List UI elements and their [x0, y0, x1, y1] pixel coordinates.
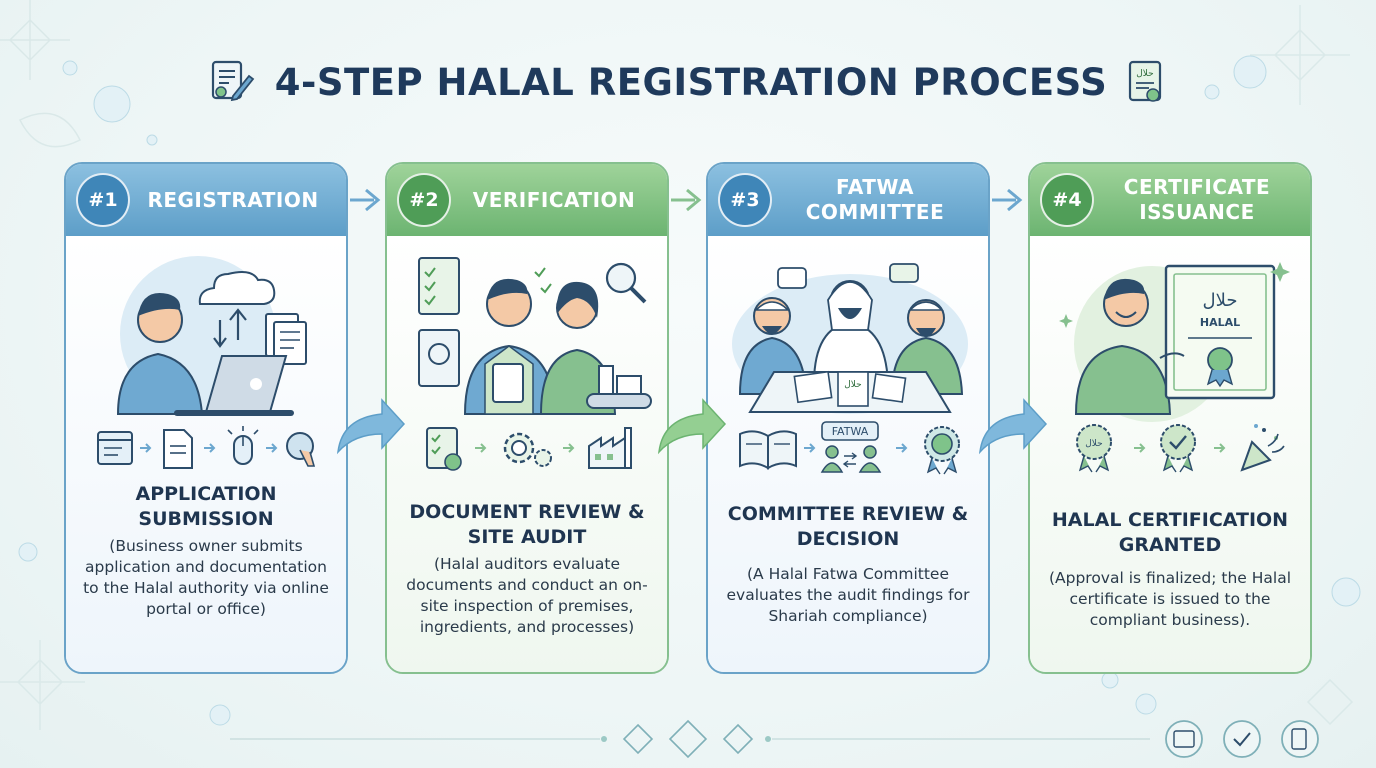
check-badge-icon: [1160, 424, 1196, 473]
step-number-badge: #2: [397, 173, 451, 227]
celebration-icon: [1240, 424, 1285, 472]
arabic-halal-text: حلال: [844, 380, 861, 390]
approval-seal-icon: [924, 426, 960, 475]
step-header-1: #1 REGISTRATION: [66, 164, 346, 236]
bubble-decoration: [93, 85, 131, 123]
arabic-halal-text: حلال: [1085, 439, 1102, 449]
document-icon: [163, 429, 193, 469]
halal-label: HALAL: [1200, 316, 1240, 329]
arabic-halal-text: حلال: [1203, 290, 1238, 311]
step-header-3: #3 FATWA COMMITTEE: [708, 164, 988, 236]
step-description: (Business owner submits application and …: [83, 537, 329, 618]
title-row: 4-STEP HALAL REGISTRATION PROCESS حلال: [0, 52, 1376, 112]
step-heading: HALAL CERTIFICATION GRANTED: [1051, 509, 1289, 556]
online-form-icon: [97, 431, 133, 465]
curved-connector-arrow-2: [657, 398, 727, 455]
fatwa-discussion-icon: FATWA: [820, 421, 882, 473]
halal-certificate-icon: حلال: [1129, 60, 1162, 102]
committee-illustration: حلال: [732, 263, 968, 414]
auditors-illustration: [418, 257, 652, 415]
step-card-3: #3 FATWA COMMITTEE حلال: [706, 162, 990, 674]
step-number-badge: #4: [1040, 173, 1094, 227]
step-number-badge: #3: [718, 173, 772, 227]
step-description: (A Halal Fatwa Committee evaluates the a…: [726, 565, 970, 625]
document-stamp-icon: [1281, 720, 1319, 758]
curved-connector-arrow-3: [978, 398, 1048, 455]
step-heading: APPLICATION SUBMISSION: [135, 483, 277, 530]
step-title: CERTIFICATE ISSUANCE: [1123, 175, 1271, 224]
step-title: REGISTRATION: [147, 187, 319, 212]
halal-badge-icon: حلال: [1076, 424, 1112, 473]
curved-connector-arrow-1: [336, 398, 406, 455]
step-4-icon-row: حلال: [1076, 424, 1285, 473]
footer-decoration: [230, 719, 1319, 759]
certificate-illustration: حلال HALAL: [1059, 262, 1290, 422]
submit-touch-icon: [286, 432, 316, 467]
step-description: (Halal auditors evaluate documents and c…: [406, 555, 648, 636]
step-1-icon-row: [97, 426, 316, 469]
step-number-badge: #1: [76, 173, 130, 227]
top-connector-arrow-1: [350, 188, 381, 212]
step-2-icon-row: [426, 427, 632, 471]
factory-icon: [588, 427, 632, 469]
mouse-click-icon: [227, 426, 259, 465]
fatwa-label: FATWA: [832, 425, 869, 438]
step-3-icon-row: FATWA: [739, 421, 960, 475]
step-header-4: #4 CERTIFICATE ISSUANCE: [1030, 164, 1310, 236]
step-heading: DOCUMENT REVIEW & SITE AUDIT: [409, 501, 645, 548]
page-title: 4-STEP HALAL REGISTRATION PROCESS: [274, 60, 1108, 104]
check-stamp-icon: [1223, 720, 1261, 758]
step-title: FATWA COMMITTEE: [805, 175, 945, 224]
step-description: (Approval is finalized; the Halal certif…: [1048, 569, 1292, 629]
gears-check-icon: [503, 432, 552, 467]
step-card-2: #2 VERIFICATION: [385, 162, 669, 674]
halal-stamp-icon: [1165, 720, 1203, 758]
step-header-2: #2 VERIFICATION: [387, 164, 667, 236]
step-title: VERIFICATION: [472, 187, 636, 212]
laptop-upload-illustration: [116, 256, 307, 416]
top-connector-arrow-2: [671, 188, 702, 212]
step-card-4: #4 CERTIFICATE ISSUANCE حلال HALAL حلال: [1028, 162, 1312, 674]
top-connector-arrow-3: [992, 188, 1023, 212]
step-heading: COMMITTEE REVIEW & DECISION: [727, 503, 969, 550]
open-book-icon: [739, 430, 797, 470]
document-pen-icon: [211, 60, 255, 102]
arabic-halal-text: حلال: [1137, 69, 1154, 79]
step-card-1: #1 REGISTRATION: [64, 162, 348, 674]
checklist-icon: [426, 427, 462, 471]
